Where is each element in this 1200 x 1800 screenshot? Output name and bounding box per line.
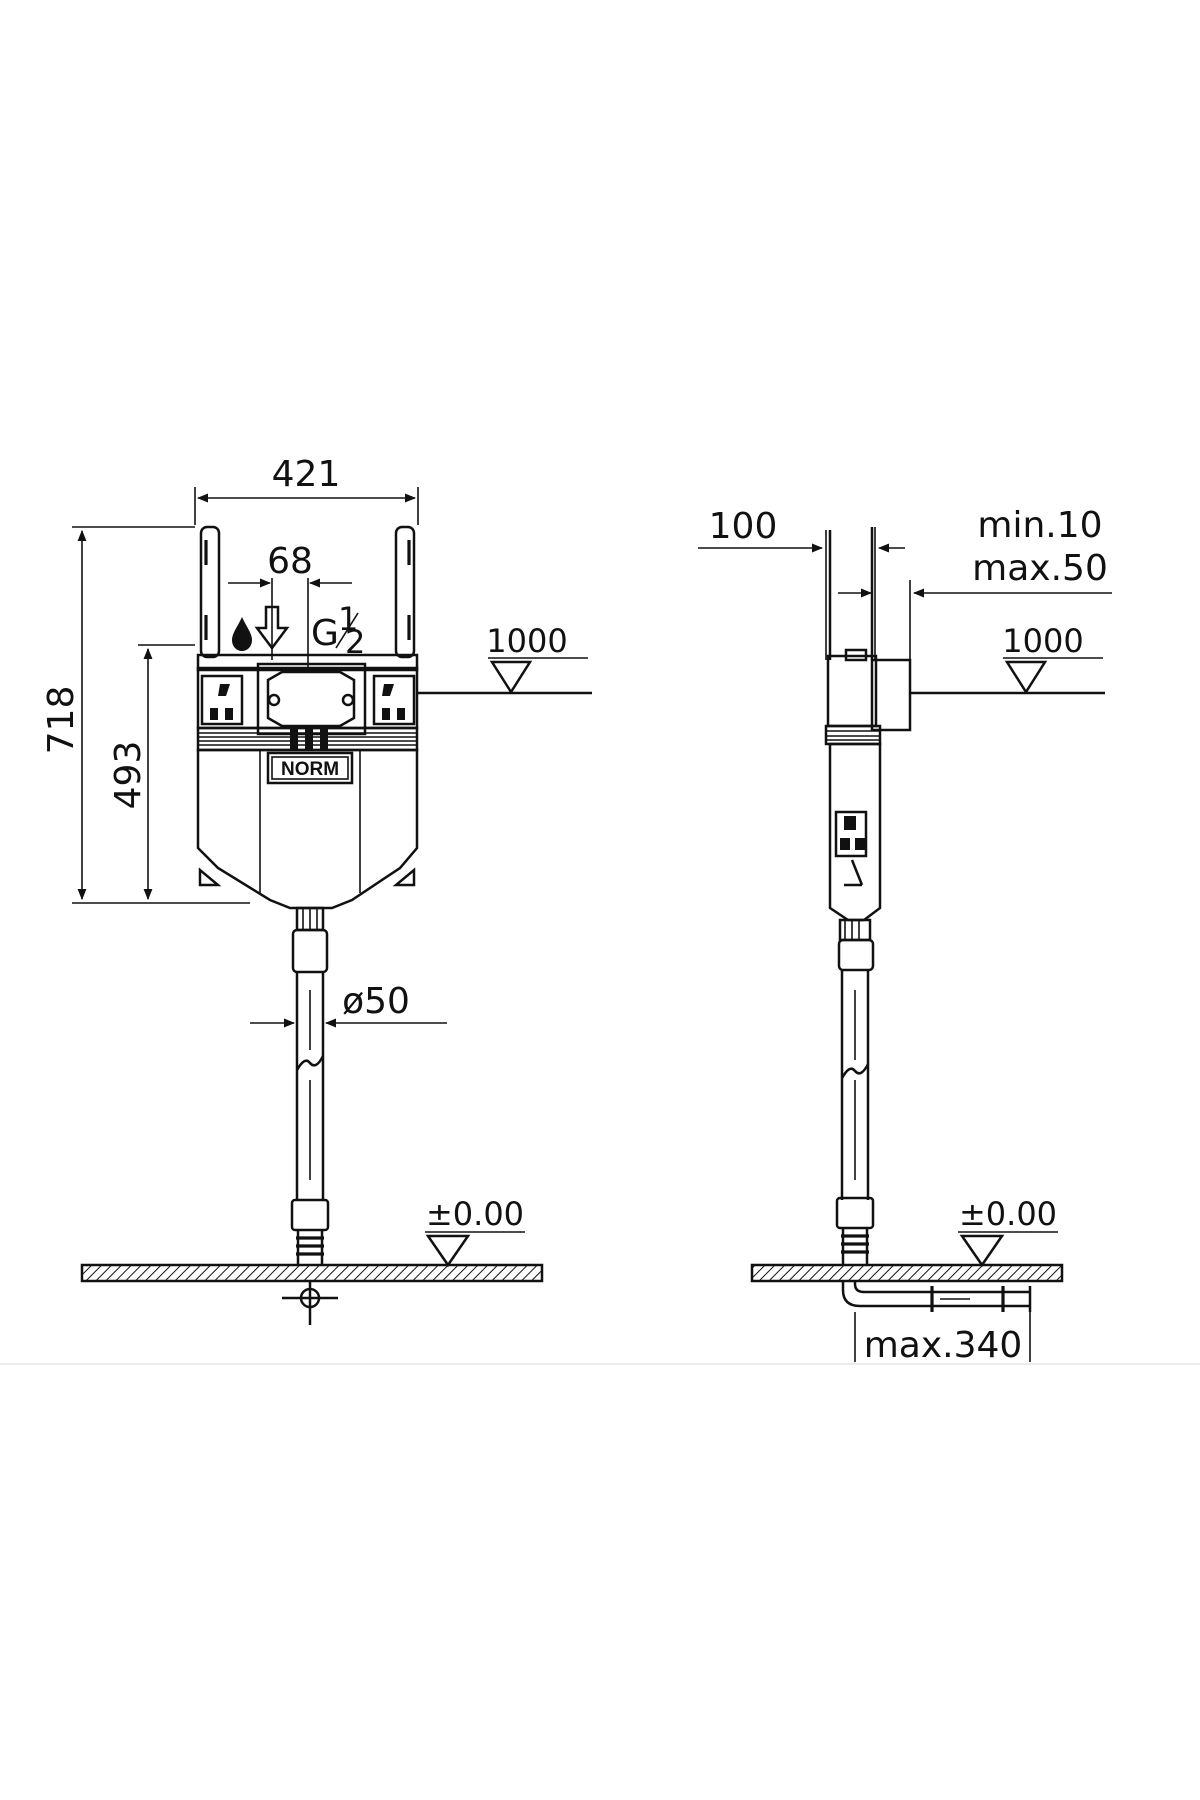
width-dimension: 421 bbox=[194, 454, 419, 525]
flush-pipe-side bbox=[835, 918, 1032, 1312]
thread-size: G 1 2 bbox=[311, 600, 365, 661]
height-dimension: 718 bbox=[41, 526, 250, 904]
tank-body bbox=[196, 748, 419, 910]
height-label: 718 bbox=[41, 686, 82, 755]
floor-level-label-side: ±0.00 bbox=[959, 1195, 1057, 1233]
water-inlet-arrow-icon bbox=[254, 605, 290, 651]
wall-max-label: max.50 bbox=[972, 548, 1108, 589]
front-view: 421 718 493 68 G 1 2 bbox=[41, 454, 592, 1325]
outlet-max-label: max.340 bbox=[864, 1325, 1023, 1366]
install-height-label-side: 1000 bbox=[1002, 622, 1083, 660]
connection-plate bbox=[256, 662, 367, 736]
logo-plate bbox=[266, 751, 354, 785]
pipe-diameter-label: ø50 bbox=[342, 981, 410, 1022]
inlet-offset-label: 68 bbox=[267, 541, 313, 582]
install-height-marker-side: 1000 bbox=[910, 622, 1105, 695]
side-bracket bbox=[834, 810, 868, 858]
pipe-diameter-dimension: ø50 bbox=[250, 981, 447, 1028]
water-drop-icon bbox=[232, 617, 252, 651]
cistern-side bbox=[824, 527, 912, 922]
cistern-front: NORM bbox=[196, 525, 419, 910]
floor-front: ±0.00 bbox=[80, 1195, 544, 1283]
floor-level-label-front: ±0.00 bbox=[426, 1195, 524, 1233]
inlet-height-dimension: 493 bbox=[108, 644, 195, 901]
flush-pipe-front bbox=[282, 906, 338, 1325]
wall-min-label: min.10 bbox=[977, 505, 1102, 546]
outlet-max-dimension: max.340 bbox=[854, 1312, 1031, 1366]
wall-thickness-dimension: min.10 max.50 bbox=[838, 505, 1112, 660]
install-height-marker-front: 1000 bbox=[417, 622, 592, 695]
depth-dimension: 100 bbox=[698, 506, 905, 660]
inlet-height-label: 493 bbox=[108, 741, 149, 810]
brand-logo: NORM bbox=[281, 759, 339, 780]
left-bracket bbox=[199, 525, 221, 659]
width-label: 421 bbox=[272, 454, 341, 495]
right-fixing-block bbox=[372, 674, 416, 726]
thread-label: G bbox=[311, 613, 339, 654]
right-bracket bbox=[394, 525, 416, 659]
wall-panel bbox=[870, 658, 912, 732]
depth-label: 100 bbox=[709, 506, 778, 547]
side-view: 100 min.10 max.50 bbox=[698, 505, 1112, 1366]
left-fixing-block bbox=[200, 674, 244, 726]
inlet-offset-dimension: 68 bbox=[228, 541, 352, 668]
floor-side: ±0.00 bbox=[750, 1195, 1064, 1283]
tank-side-body bbox=[828, 742, 882, 922]
thread-fraction-label: 1 bbox=[338, 600, 358, 638]
thread-fraction-denominator: 2 bbox=[345, 623, 365, 661]
install-height-label-front: 1000 bbox=[486, 622, 567, 660]
